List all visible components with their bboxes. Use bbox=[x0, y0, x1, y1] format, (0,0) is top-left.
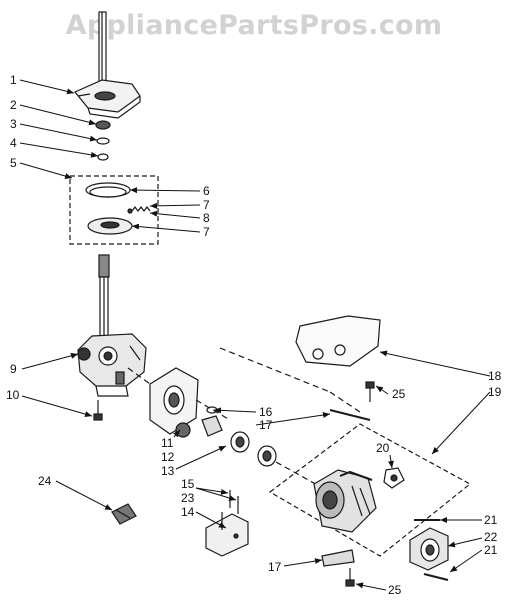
part-22-pump bbox=[409, 527, 449, 571]
label-12: 12 bbox=[161, 450, 175, 464]
part-9-gearcase bbox=[77, 333, 147, 397]
label-2: 2 bbox=[10, 98, 17, 112]
part-17-pin-upper bbox=[329, 409, 371, 421]
part-1-hub bbox=[74, 79, 141, 119]
callout-labels: 1 2 3 4 5 6 7 8 7 9 10 11 12 13 14 15 16… bbox=[6, 73, 502, 597]
label-21-lower: 21 bbox=[484, 543, 498, 557]
label-25-lower: 25 bbox=[388, 583, 402, 597]
label-20: 20 bbox=[376, 441, 390, 455]
motor bbox=[313, 469, 377, 533]
part-19-motor-box bbox=[268, 423, 472, 557]
leader-lines bbox=[19, 79, 491, 591]
label-11: 11 bbox=[161, 436, 174, 450]
label-14: 14 bbox=[181, 505, 195, 519]
label-1: 1 bbox=[10, 73, 17, 87]
part-17-bracket-lower bbox=[321, 549, 355, 567]
label-23: 23 bbox=[181, 491, 195, 505]
label-15: 15 bbox=[181, 477, 195, 491]
label-21-upper: 21 bbox=[484, 513, 498, 527]
part-10-bolt bbox=[93, 400, 103, 421]
part-6-ring bbox=[85, 182, 131, 198]
part-2-washer bbox=[95, 120, 111, 130]
part-3-washer bbox=[96, 137, 110, 145]
part-18-gasket bbox=[295, 315, 381, 367]
part-13-pump-pieces bbox=[201, 415, 277, 467]
part-4-clip bbox=[97, 153, 109, 161]
label-3: 3 bbox=[10, 117, 17, 131]
label-24: 24 bbox=[38, 474, 52, 488]
watermark: AppliancePartsPros.com bbox=[65, 10, 443, 41]
label-5: 5 bbox=[10, 156, 17, 170]
label-8: 8 bbox=[203, 211, 210, 225]
part-12-cap bbox=[175, 422, 191, 438]
label-9: 9 bbox=[10, 362, 17, 376]
part-24-filter bbox=[111, 503, 137, 525]
label-17-lower: 17 bbox=[268, 560, 282, 574]
label-19: 19 bbox=[488, 385, 502, 399]
splined-shaft bbox=[98, 254, 110, 338]
label-4: 4 bbox=[10, 136, 17, 150]
part-14-bracket bbox=[205, 512, 249, 557]
part-5-assembly-box bbox=[69, 175, 159, 245]
part-7-brake bbox=[87, 217, 133, 235]
label-7-lower: 7 bbox=[203, 225, 210, 239]
part-8-spring bbox=[127, 206, 151, 214]
label-10: 10 bbox=[6, 388, 20, 402]
part-20-switch bbox=[383, 467, 405, 489]
part-21-clip-lower bbox=[423, 573, 449, 581]
label-17-upper: 17 bbox=[259, 418, 273, 432]
label-25-upper: 25 bbox=[392, 387, 406, 401]
label-7-upper: 7 bbox=[203, 198, 210, 212]
label-16: 16 bbox=[259, 405, 273, 419]
label-18: 18 bbox=[488, 369, 502, 383]
label-6: 6 bbox=[203, 184, 210, 198]
part-25-bolt-upper bbox=[365, 381, 375, 402]
part-25-bolt-lower bbox=[345, 568, 355, 587]
part-11-plate bbox=[149, 367, 199, 435]
label-13: 13 bbox=[161, 464, 175, 478]
label-22: 22 bbox=[484, 530, 498, 544]
